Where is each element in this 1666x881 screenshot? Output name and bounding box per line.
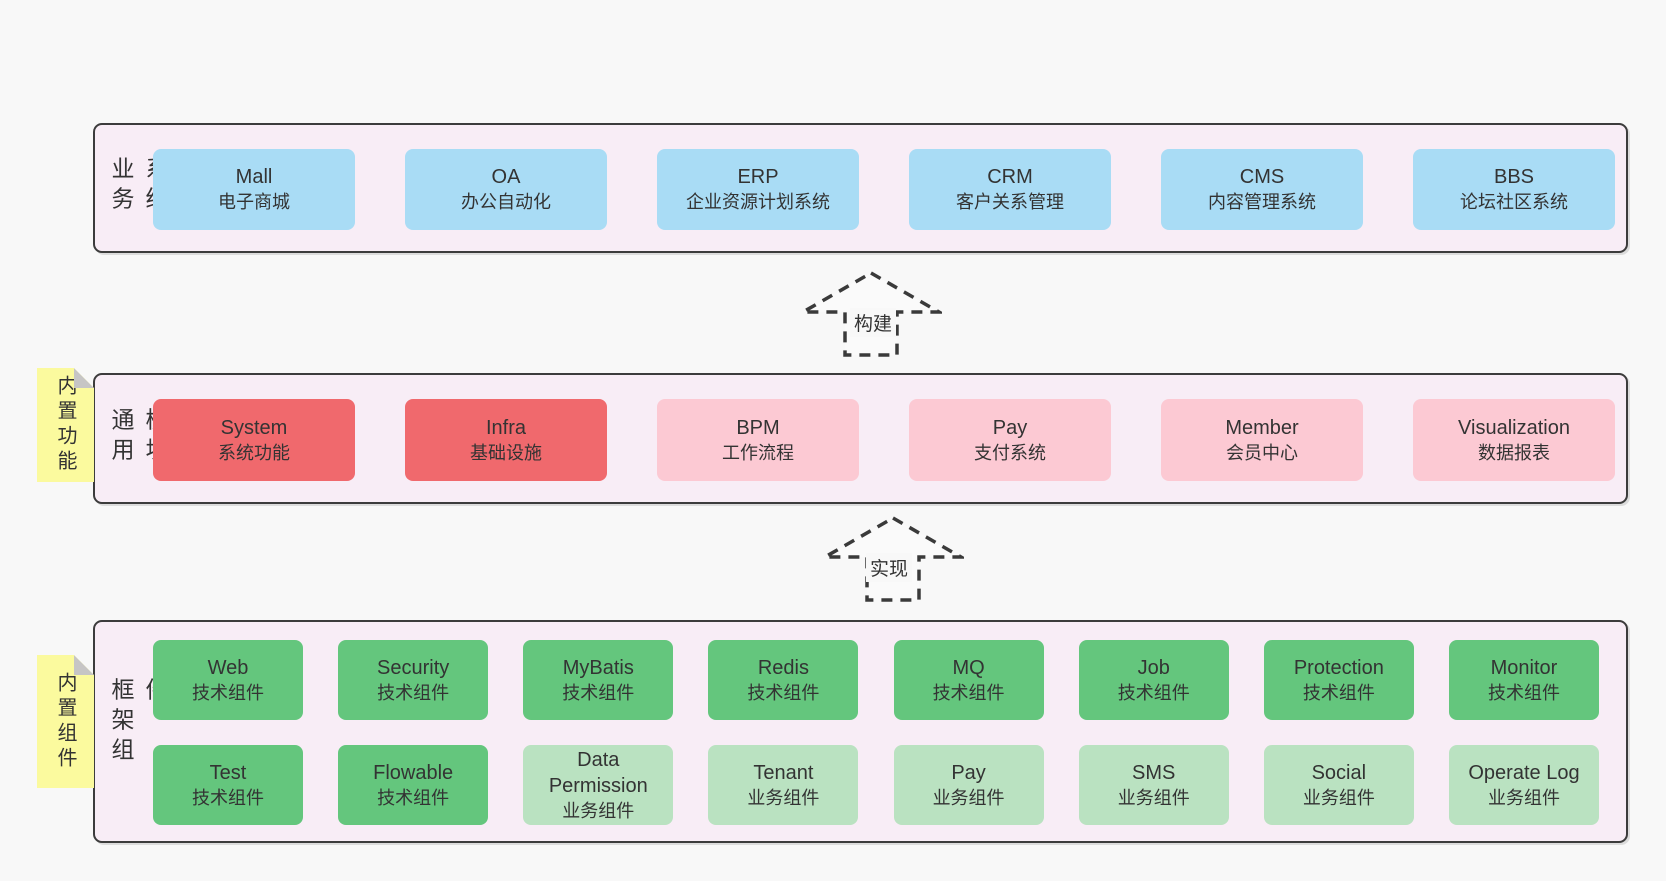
box-name: Operate Log xyxy=(1468,761,1580,784)
box-name: Infra xyxy=(485,416,527,439)
box-desc: 技术组件 xyxy=(1117,682,1190,703)
box-tenant: Tenant 业务组件 xyxy=(708,745,859,825)
box-operate-log: Operate Log 业务组件 xyxy=(1448,745,1599,825)
box-name: Protection xyxy=(1293,656,1384,679)
business-box-row: Mall 电子商城 OA 办公自动化 ERP 企业资源计划系统 CRM 客户关系… xyxy=(153,149,1615,230)
box-erp: ERP 企业资源计划系统 xyxy=(657,149,859,230)
box-name: Redis xyxy=(757,656,809,679)
box-name: Monitor xyxy=(1490,656,1558,679)
layer-framework-components: 框架组件 Web 技术组件 Security 技术组件 MyBatis 技术组件… xyxy=(93,620,1628,843)
box-protection: Protection 技术组件 xyxy=(1263,640,1414,720)
box-name: System xyxy=(220,416,288,439)
box-name: Member xyxy=(1225,416,1299,439)
box-system: System 系统功能 xyxy=(153,399,355,481)
box-mall: Mall 电子商城 xyxy=(153,149,355,230)
box-desc: 工作流程 xyxy=(722,442,794,463)
box-social: Social 业务组件 xyxy=(1263,745,1414,825)
box-name: Pay xyxy=(992,416,1028,439)
box-sms: SMS 业务组件 xyxy=(1078,745,1229,825)
box-cms: CMS 内容管理系统 xyxy=(1161,149,1363,230)
box-desc: 技术组件 xyxy=(562,682,635,703)
box-desc: 企业资源计划系统 xyxy=(686,192,830,212)
box-pay-module: Pay 支付系统 xyxy=(909,399,1111,481)
box-desc: 办公自动化 xyxy=(461,192,551,212)
box-name: BPM xyxy=(736,416,780,439)
box-desc: 技术组件 xyxy=(932,682,1005,703)
box-desc: 业务组件 xyxy=(1487,787,1560,808)
box-monitor: Monitor 技术组件 xyxy=(1448,640,1599,720)
note-fold-corner-icon xyxy=(74,368,94,388)
box-test: Test 技术组件 xyxy=(153,745,303,825)
note-text: 内置组件 xyxy=(54,671,76,772)
box-desc: 业务组件 xyxy=(562,800,635,821)
box-desc: 论坛社区系统 xyxy=(1460,192,1568,212)
box-flowable: Flowable 技术组件 xyxy=(338,745,489,825)
box-name: MQ xyxy=(952,656,985,679)
box-name: SMS xyxy=(1132,761,1176,784)
box-name: Job xyxy=(1137,656,1170,679)
box-desc: 技术组件 xyxy=(192,787,264,808)
box-desc: 数据报表 xyxy=(1478,442,1550,463)
box-crm: CRM 客户关系管理 xyxy=(909,149,1111,230)
box-member: Member 会员中心 xyxy=(1161,399,1363,481)
box-name: CMS xyxy=(1239,166,1285,188)
box-desc: 业务组件 xyxy=(1117,787,1190,808)
box-mybatis: MyBatis 技术组件 xyxy=(523,640,674,720)
box-desc: 技术组件 xyxy=(192,682,264,703)
box-desc: 基础设施 xyxy=(470,442,542,463)
note-fold-corner-icon xyxy=(74,655,94,675)
box-desc: 电子商城 xyxy=(218,192,290,212)
sticky-note-built-in-components: 内置组件 xyxy=(37,655,94,788)
components-row-1: Web 技术组件 Security 技术组件 MyBatis 技术组件 Redi… xyxy=(153,640,1599,720)
box-security: Security 技术组件 xyxy=(338,640,489,720)
components-row-2: Test 技术组件 Flowable 技术组件 Data Permission … xyxy=(153,745,1599,825)
box-desc: 会员中心 xyxy=(1226,442,1298,463)
box-bbs: BBS 论坛社区系统 xyxy=(1413,149,1615,230)
box-name: Visualization xyxy=(1458,416,1570,439)
box-oa: OA 办公自动化 xyxy=(405,149,607,230)
box-desc: 技术组件 xyxy=(377,682,450,703)
box-desc: 内容管理系统 xyxy=(1208,192,1316,212)
note-text: 内置功能 xyxy=(54,375,76,475)
box-desc: 业务组件 xyxy=(1302,787,1375,808)
box-name: Social xyxy=(1311,761,1367,784)
box-desc: 技术组件 xyxy=(1487,682,1560,703)
box-web: Web 技术组件 xyxy=(153,640,303,720)
box-name: CRM xyxy=(987,166,1033,188)
box-name: Security xyxy=(377,656,450,679)
box-name: ERP xyxy=(737,166,779,188)
box-desc: 技术组件 xyxy=(1302,682,1375,703)
box-desc: 客户关系管理 xyxy=(956,192,1064,212)
box-visualization: Visualization 数据报表 xyxy=(1413,399,1615,481)
box-name: Test xyxy=(209,761,247,784)
box-mq: MQ 技术组件 xyxy=(893,640,1044,720)
box-name: Tenant xyxy=(753,761,814,784)
sticky-note-built-in-functions: 内置功能 xyxy=(37,368,94,482)
box-desc: 支付系统 xyxy=(974,442,1046,463)
build-arrow-label: 构建 xyxy=(850,308,897,337)
box-name: Pay xyxy=(951,761,986,784)
box-name: OA xyxy=(491,166,521,188)
box-desc: 技术组件 xyxy=(747,682,820,703)
box-name: Mall xyxy=(235,166,273,188)
box-bpm: BPM 工作流程 xyxy=(657,399,859,481)
box-infra: Infra 基础设施 xyxy=(405,399,607,481)
box-pay-component: Pay 业务组件 xyxy=(893,745,1044,825)
box-name: Flowable xyxy=(373,761,454,784)
modules-box-row: System 系统功能 Infra 基础设施 BPM 工作流程 Pay 支付系统… xyxy=(153,399,1615,481)
box-data-permission: Data Permission 业务组件 xyxy=(523,745,674,825)
implement-arrow-label: 实现 xyxy=(866,553,913,582)
box-desc: 业务组件 xyxy=(747,787,820,808)
box-job: Job 技术组件 xyxy=(1078,640,1229,720)
box-desc: 业务组件 xyxy=(932,787,1005,808)
box-name: Data Permission xyxy=(548,748,648,797)
box-desc: 系统功能 xyxy=(218,442,290,463)
box-name: MyBatis xyxy=(562,656,634,679)
box-name: BBS xyxy=(1493,166,1535,188)
box-desc: 技术组件 xyxy=(377,787,450,808)
box-name: Web xyxy=(207,656,249,679)
layer-common-modules: 通用模块 System 系统功能 Infra 基础设施 BPM 工作流程 Pay… xyxy=(93,373,1628,504)
layer-business-systems: 业务系统 Mall 电子商城 OA 办公自动化 ERP 企业资源计划系统 CRM… xyxy=(93,123,1628,253)
box-redis: Redis 技术组件 xyxy=(708,640,859,720)
